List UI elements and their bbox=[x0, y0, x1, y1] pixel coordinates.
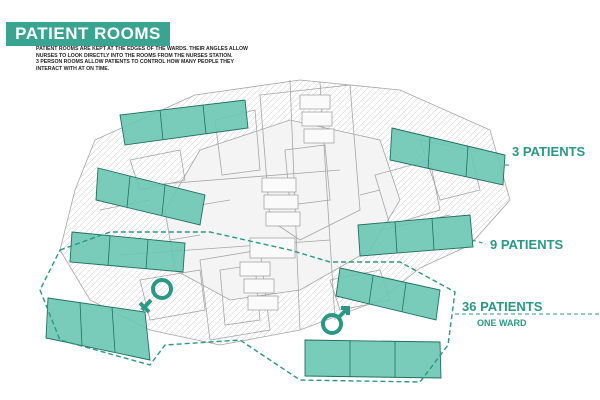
room-dividers bbox=[79, 104, 469, 377]
male-icon bbox=[321, 306, 350, 335]
description: PATIENT ROOMS ARE KEPT AT THE EDGES OF T… bbox=[36, 46, 336, 72]
description-line-3: 3 PERSON ROOMS ALLOW PATIENTS TO CONTROL… bbox=[36, 59, 234, 65]
description-line-1: PATIENT ROOMS ARE KEPT AT THE EDGES OF T… bbox=[36, 46, 248, 52]
room-block-left-upper bbox=[95, 167, 206, 226]
corridor-modules bbox=[239, 94, 335, 311]
page-title: PATIENT ROOMS bbox=[15, 24, 161, 43]
room-block-right-lower bbox=[335, 267, 441, 321]
label-36-patients: 36 PATIENTS bbox=[462, 299, 543, 314]
label-one-ward: ONE WARD bbox=[477, 318, 527, 328]
room-block-right-middle bbox=[357, 214, 474, 257]
ward-boundary-dashed bbox=[39, 231, 456, 383]
title-banner: PATIENT ROOMS bbox=[6, 22, 170, 46]
label-3-patients: 3 PATIENTS bbox=[512, 144, 586, 159]
room-block-left-lower bbox=[45, 297, 151, 361]
female-icon bbox=[138, 278, 173, 314]
patient-rooms bbox=[45, 99, 506, 379]
room-block-left-middle bbox=[69, 231, 186, 273]
room-block-right-top bbox=[389, 127, 506, 186]
room-block-bottom bbox=[304, 339, 442, 379]
description-line-4: INTERACT WITH AT ON TIME. bbox=[36, 65, 110, 72]
label-leaders bbox=[455, 164, 600, 315]
description-line-2: NURSES TO LOOK DIRECTLY INTO THE ROOMS F… bbox=[36, 52, 233, 59]
label-9-patients: 9 PATIENTS bbox=[490, 237, 564, 252]
